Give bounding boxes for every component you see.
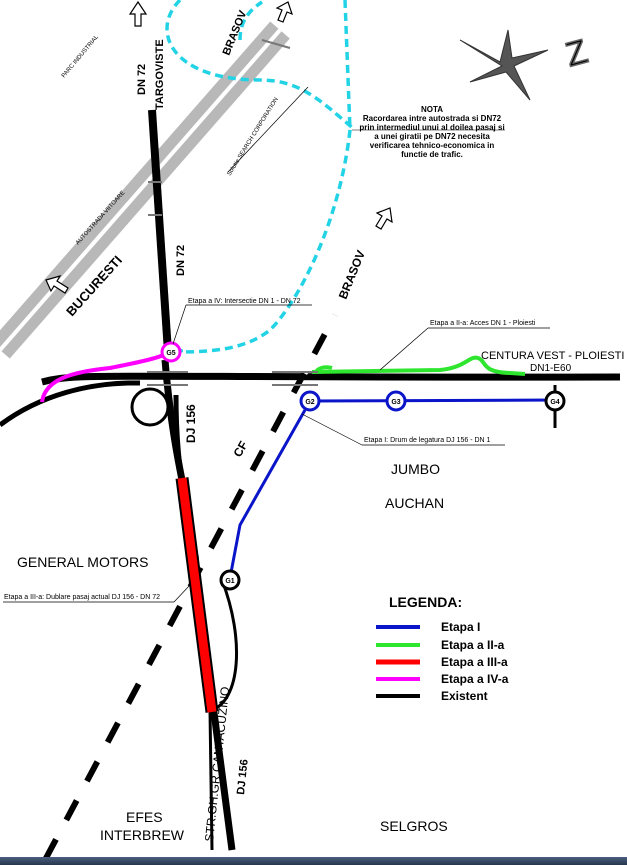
arrow-brasov-mid-icon [375,207,393,230]
callout-etapa4: Etapa a IV: Intersectie DN 1 - DN 72 [172,298,312,345]
label-targoviste: TARGOVISTE [154,39,166,110]
label-centura-vest: CENTURA VEST - PLOIESTI [481,350,624,362]
legend-item-etapa-3: Etapa a III-a [376,655,508,669]
svg-text:Etapa I: Drum de legatura DJ 1: Etapa I: Drum de legatura DJ 156 - DN 1 [364,437,491,444]
legend-item-existent: Existent [376,689,488,703]
svg-text:Etapa a IV-a: Etapa a IV-a [441,672,509,686]
arrow-targoviste-icon [128,0,148,27]
callout-etapa2: Etapa a II-a: Acces DN 1 - Ploiesti [379,320,550,371]
etapa-1-route [228,398,556,579]
legend-item-etapa-2: Etapa a II-a [376,638,505,652]
note-line-2: prin intermediul unui al doilea pasaj si [359,123,504,132]
arrow-brasov-top-icon [275,1,293,23]
legend-item-etapa-4: Etapa a IV-a [376,672,509,686]
etapa-3-route [175,477,219,713]
note-line-1: Racordarea intre autostrada si DN72 [363,114,502,123]
node-label-g4: G4 [550,399,559,406]
label-brasov-mid: BRASOV [336,248,368,301]
svg-text:Etapa a IV: Intersectie DN 1 -: Etapa a IV: Intersectie DN 1 - DN 72 [188,298,301,305]
label-jumbo: JUMBO [391,461,440,477]
svg-text:Etapa a II-a: Acces DN 1 - Plo: Etapa a II-a: Acces DN 1 - Ploiesti [430,320,536,327]
node-g3 [385,390,407,412]
label-dn72-mid: DN 72 [175,245,187,276]
callout-etapa1: Etapa I: Drum de legatura DJ 156 - DN 1 [301,413,505,446]
label-selgros: SELGROS [380,818,448,834]
label-brasov-top: BRASOV [221,8,250,57]
node-g1 [219,569,241,591]
node-g4 [544,390,566,412]
note-title: NOTA [421,105,443,114]
note-block: NOTA Racordarea intre autostrada si DN72… [352,105,505,159]
note-line-4: verificarea tehnico-economica in [370,141,495,150]
label-efes: EFES [126,809,163,825]
etapa-4-route [40,350,172,403]
label-parc-industrial: PARC INDUSTRIAL [61,34,100,79]
svg-text:Existent: Existent [441,689,488,703]
legend: LEGENDA: Etapa I Etapa a II-a Etapa a II… [376,594,509,703]
node-label-g2: G2 [305,399,314,406]
label-dn1-e60: DN1-E60 [530,363,572,374]
label-general-motors: GENERAL MOTORS [17,554,148,570]
arrow-bucuresti-icon [45,275,69,294]
bridge-markers [147,39,318,386]
compass-icon [459,29,549,101]
legend-item-etapa-1: Etapa I [376,620,480,634]
compass-label: Z [562,32,592,74]
callout-etapa3: Etapa a III-a: Dublare pasaj actual DJ 1… [3,584,191,603]
future-motorway [0,21,290,359]
note-line-3: a unei giratii pe DN72 necesita [374,132,490,141]
window-bottom-edge [0,857,627,865]
svg-text:Etapa a III-a: Etapa a III-a [441,655,508,669]
road-west-branch [110,378,180,860]
svg-text:Etapa a II-a: Etapa a II-a [441,638,505,652]
label-auchan: AUCHAN [385,495,444,511]
leader-solutia [227,86,309,173]
node-g5 [160,341,182,363]
roundabout-dn1-dj156 [130,387,170,427]
legend-title: LEGENDA: [389,594,462,610]
node-label-g5: G5 [166,350,175,357]
node-label-g3: G3 [391,399,400,406]
label-dn72-targoviste: DN 72 [136,64,148,95]
label-cf: CF [230,439,250,460]
label-dj156-bottom: DJ 156 [235,759,251,796]
svg-text:Etapa a III-a: Dublare pasaj a: Etapa a III-a: Dublare pasaj actual DJ 1… [4,594,160,601]
label-interbrew: INTERBREW [100,827,185,843]
node-label-g1: G1 [225,578,234,585]
note-line-5: functie de trafic. [401,150,463,159]
label-dj156-top: DJ 156 [184,404,198,443]
node-g2 [299,390,321,412]
svg-text:Etapa I: Etapa I [441,620,480,634]
